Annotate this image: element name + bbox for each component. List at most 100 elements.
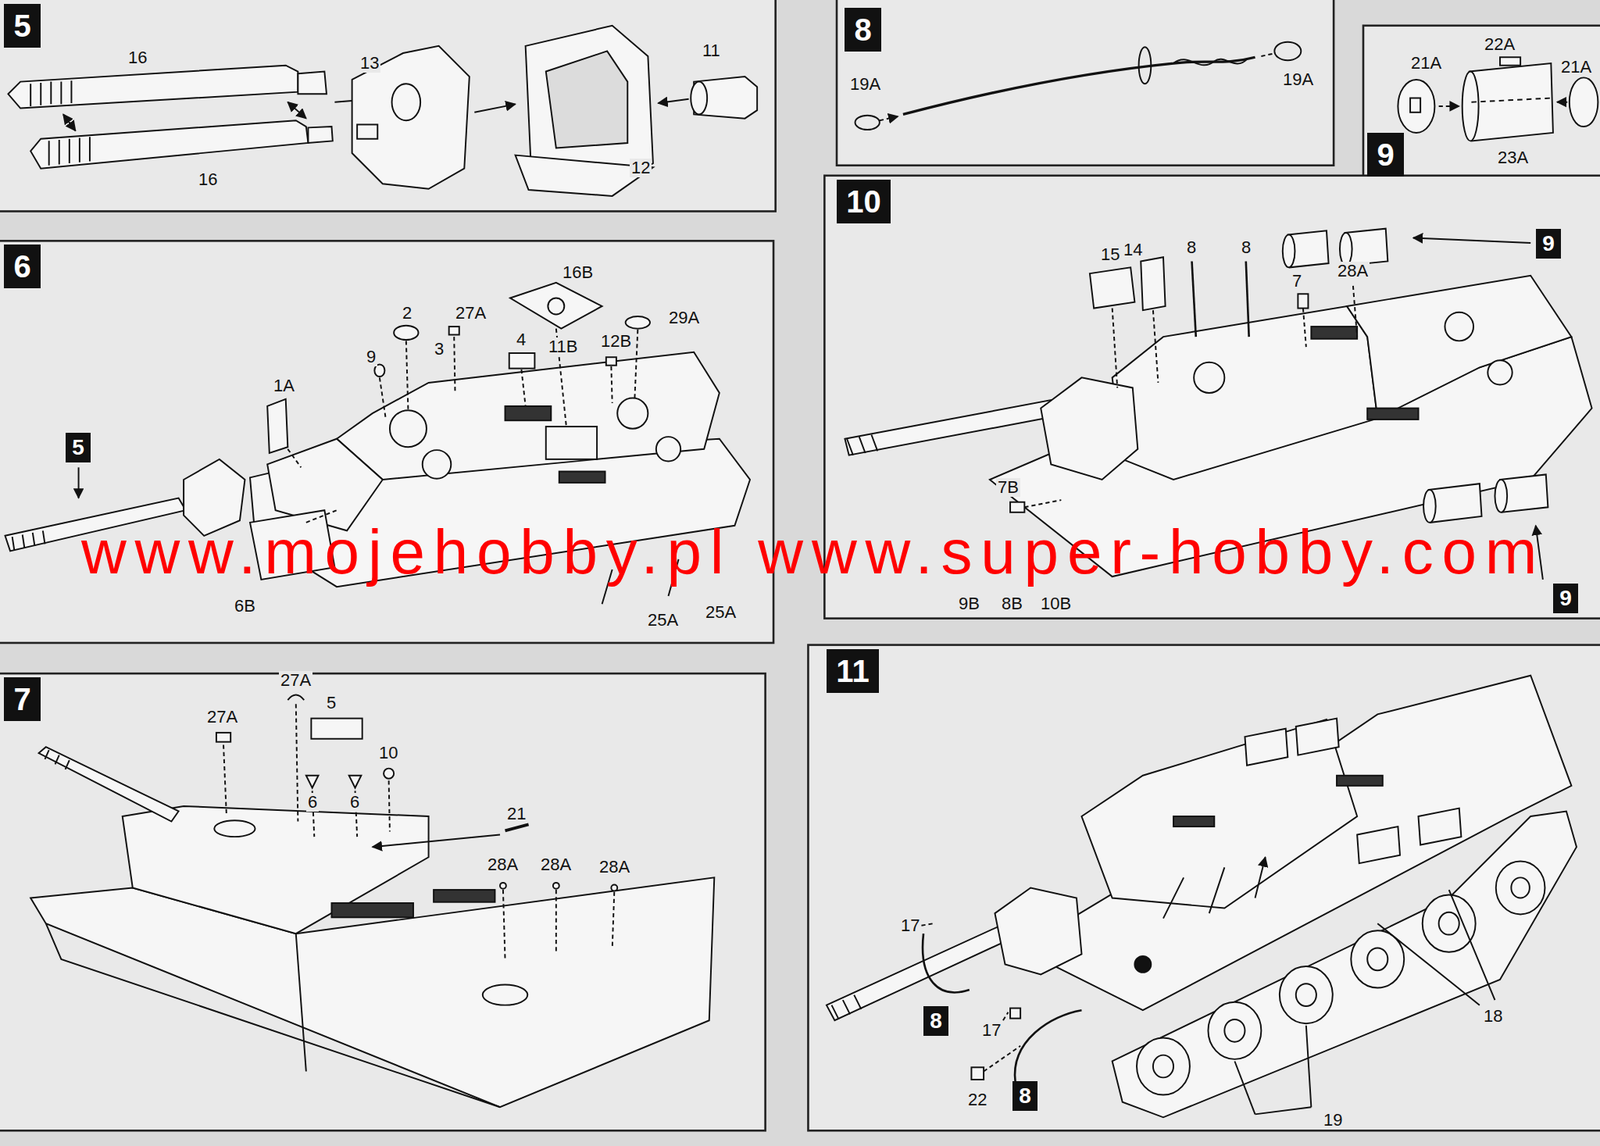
drawing-stroke: [1112, 306, 1379, 480]
tow-cable: [855, 42, 1302, 130]
drawing-stroke: [307, 126, 333, 143]
drawing-stroke: [297, 71, 327, 95]
drawing-stroke: [30, 80, 72, 107]
callout-number: 27A: [278, 671, 313, 690]
drawing-stroke: [393, 325, 418, 340]
drawing-stroke: [1297, 293, 1308, 308]
drawing-stroke: [879, 116, 899, 121]
step-number-box: 11: [826, 649, 879, 693]
drawing-stroke: [1274, 42, 1301, 61]
drawing-stroke: [7, 65, 298, 109]
rear-deck: [30, 695, 715, 1108]
drawing-stroke: [1020, 675, 1572, 1011]
callout-number: 16: [196, 170, 219, 190]
drawing-stroke: [1173, 816, 1215, 827]
drawing-stroke: [1310, 326, 1358, 340]
drawing-stroke: [994, 887, 1082, 975]
drawing-stroke: [1003, 1012, 1009, 1021]
drawing-stroke: [406, 340, 409, 411]
drawing-stroke: [1339, 232, 1353, 266]
drawing-stroke: [1246, 260, 1250, 337]
reference-step-box: 8: [923, 1006, 949, 1036]
drawing-stroke: [610, 366, 612, 404]
step-number: 8: [929, 1010, 943, 1033]
step-number-box: 10: [836, 179, 891, 224]
drawing-stroke: [515, 155, 654, 197]
callout-number: 17: [980, 1021, 1003, 1040]
drawing-stroke: [1303, 308, 1307, 348]
drawing-stroke: [983, 1046, 1021, 1072]
drawing-stroke: [1089, 267, 1135, 308]
drawing-stroke: [921, 923, 1021, 1072]
drawing-stroke: [625, 316, 650, 329]
callout-number: 15: [1099, 245, 1122, 265]
drawing-stroke: [1336, 775, 1383, 786]
drawing-stroke: [505, 824, 529, 831]
callout-number: 21A: [1559, 57, 1593, 77]
drawing-stroke: [287, 102, 307, 119]
drawing-stroke: [921, 923, 934, 926]
drawing-stroke: [30, 120, 308, 168]
step-number-box: 5: [3, 3, 41, 48]
drawing-stroke: [453, 336, 455, 393]
drawing-stroke: [1040, 377, 1138, 480]
callout-number: 10: [377, 743, 400, 763]
drawing-stroke: [1296, 983, 1317, 1007]
drawing-stroke: [553, 882, 560, 890]
drawing-stroke: [310, 718, 362, 740]
drawing-stroke: [267, 399, 288, 454]
drawing-stroke: [1357, 826, 1400, 864]
step-number: 7: [13, 683, 31, 715]
drawing-stroke: [1163, 857, 1266, 918]
drawing-stroke: [349, 775, 362, 789]
drawing-stroke: [1260, 53, 1275, 57]
drawing-stroke: [606, 357, 617, 365]
drawing-stroke: [509, 353, 536, 369]
drawing-stroke: [1413, 237, 1531, 243]
drawing-stroke: [482, 985, 528, 1006]
drawing-stroke: [1439, 912, 1460, 936]
drawing-stroke: [1377, 923, 1480, 1005]
step-number: 8: [853, 14, 872, 46]
drawing-stroke: [503, 889, 506, 960]
drawing-stroke: [971, 1067, 984, 1080]
drawing-stroke: [903, 57, 1256, 115]
drawing-stroke: [505, 406, 552, 421]
drawing-stroke: [1353, 285, 1358, 337]
drawing-stroke: [1173, 59, 1247, 66]
drawing-stroke: [63, 114, 76, 131]
callout-number: 9: [364, 347, 378, 367]
drawing-stroke: [826, 923, 1016, 1021]
drawing-stroke: [1423, 489, 1436, 523]
callout-number: 28A: [485, 855, 520, 875]
drawing-stroke: [1024, 500, 1061, 508]
drawing-stroke: [389, 780, 390, 832]
drawing-stroke: [1207, 1002, 1261, 1060]
watermark: www.mojehobby.pl www.super-hobby.com: [81, 521, 1546, 584]
callout-number: 23A: [1496, 148, 1530, 168]
callout-number: 3: [432, 339, 446, 359]
drawing-stroke: [1422, 895, 1476, 953]
drawing-stroke: [1282, 235, 1296, 268]
drawing-stroke: [0, 673, 766, 1131]
drawing-stroke: [1192, 260, 1197, 337]
callout-number: 27A: [453, 303, 488, 323]
drawing-stroke: [46, 923, 500, 1108]
step-number: 11: [835, 655, 869, 687]
callout-number: 11: [700, 41, 722, 61]
drawing-stroke: [500, 882, 507, 890]
drawing-stroke: [1139, 46, 1152, 84]
drawing-stroke: [1569, 77, 1599, 127]
drawing-stroke: [296, 703, 299, 822]
drawing-stroke: [0, 0, 776, 211]
drawing-stroke: [1444, 312, 1474, 342]
reference-step-box: 8: [1012, 1081, 1038, 1111]
drawing-stroke: [1140, 257, 1165, 311]
step-number: 10: [846, 185, 882, 218]
step-number: 8: [1018, 1085, 1032, 1108]
step-number-box: 8: [844, 7, 882, 52]
step-number: 9: [1542, 232, 1555, 255]
drawing-stroke: [389, 410, 427, 447]
drawing-stroke: [422, 450, 452, 479]
drawing-stroke: [1014, 1010, 1082, 1082]
